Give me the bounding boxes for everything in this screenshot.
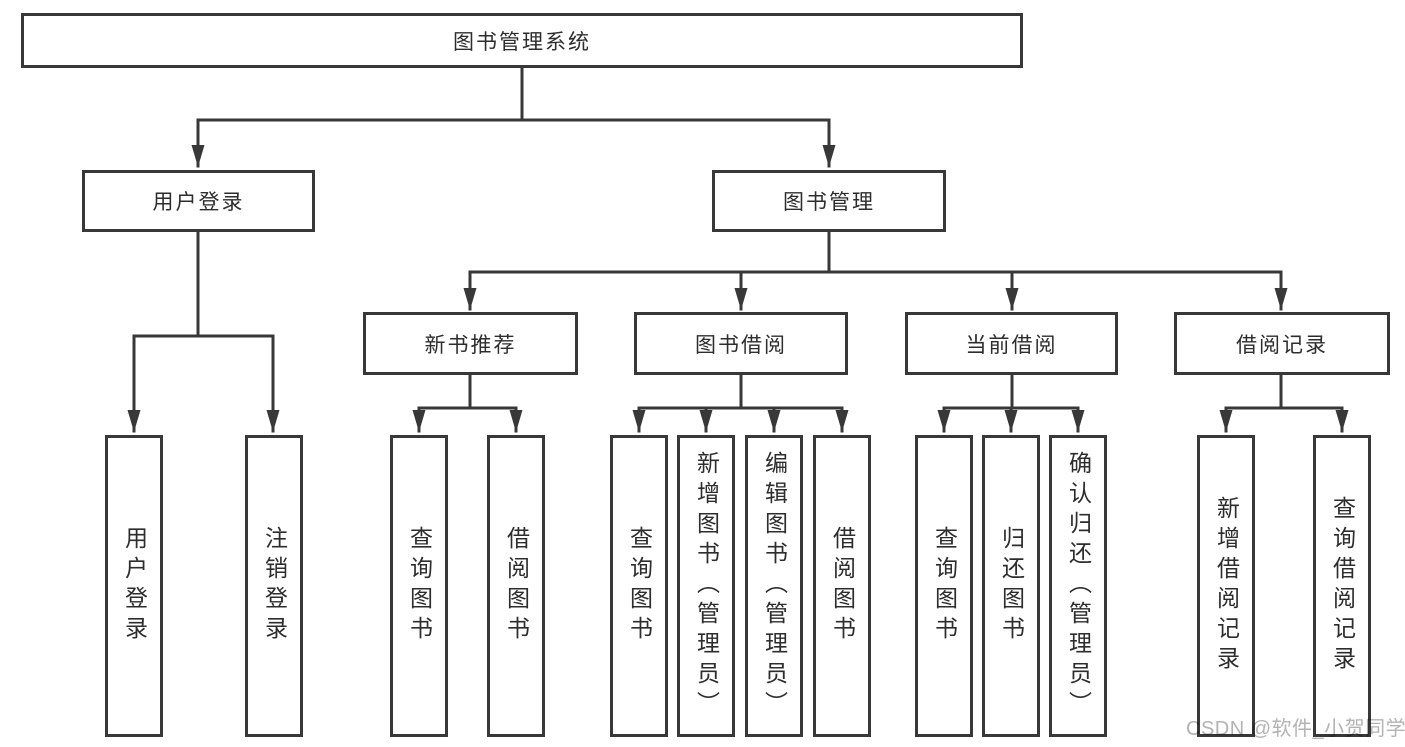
leaf-cb-query-books-label: 查询图书	[931, 526, 958, 646]
leaf-rec-query-record-label: 查询借阅记录	[1329, 496, 1356, 676]
leaf-bb-edit-books-admin: 编辑图书（管理员）	[745, 435, 803, 737]
leaf-cb-query-books: 查询图书	[915, 435, 973, 737]
leaf-rec-query-record: 查询借阅记录	[1313, 435, 1371, 737]
leaf-logout: 注销登录	[245, 435, 303, 737]
leaf-cb-return-books: 归还图书	[982, 435, 1040, 737]
node-user-login-label: 用户登录	[152, 191, 245, 214]
leaf-bb-add-books-admin: 新增图书（管理员）	[677, 435, 735, 737]
leaf-bb-add-books-admin-label: 新增图书（管理员）	[693, 451, 720, 721]
leaf-user-login: 用户登录	[105, 435, 163, 737]
leaf-bb-edit-books-admin-label: 编辑图书（管理员）	[761, 451, 788, 721]
leaf-bb-query-books-label: 查询图书	[626, 526, 653, 646]
node-new-book-recommend-label: 新书推荐	[424, 333, 517, 357]
node-library-system-label: 图书管理系统	[453, 30, 591, 54]
leaf-cb-return-books-label: 归还图书	[998, 526, 1025, 646]
leaf-bb-borrow-books-label: 借阅图书	[829, 526, 856, 646]
leaf-cb-confirm-return-admin: 确认归还（管理员）	[1049, 435, 1107, 737]
node-current-borrowing: 当前借阅	[905, 312, 1118, 375]
leaf-nr-query-books: 查询图书	[390, 435, 448, 737]
leaf-rec-add-record-label: 新增借阅记录	[1213, 496, 1240, 676]
node-borrow-records: 借阅记录	[1174, 312, 1390, 375]
leaf-nr-borrow-books-label: 借阅图书	[503, 526, 530, 646]
leaf-nr-borrow-books: 借阅图书	[487, 435, 545, 737]
leaf-nr-query-books-label: 查询图书	[406, 526, 433, 646]
leaf-bb-borrow-books: 借阅图书	[813, 435, 871, 737]
leaf-user-login-label: 用户登录	[121, 526, 148, 646]
node-current-borrowing-label: 当前借阅	[965, 333, 1058, 357]
leaf-cb-confirm-return-admin-label: 确认归还（管理员）	[1065, 451, 1092, 721]
node-book-management-label: 图书管理	[783, 191, 875, 214]
node-book-management: 图书管理	[712, 170, 946, 232]
node-new-book-recommend: 新书推荐	[363, 312, 578, 375]
node-book-borrowing: 图书借阅	[634, 312, 848, 375]
csdn-watermark: CSDN @软件_小贺同学	[1186, 718, 1405, 740]
node-user-login: 用户登录	[82, 170, 315, 232]
node-book-borrowing-label: 图书借阅	[695, 333, 787, 357]
leaf-rec-add-record: 新增借阅记录	[1197, 435, 1255, 737]
leaf-logout-label: 注销登录	[261, 526, 288, 646]
node-borrow-records-label: 借阅记录	[1236, 333, 1328, 357]
leaf-bb-query-books: 查询图书	[610, 435, 668, 737]
node-library-system: 图书管理系统	[21, 13, 1023, 68]
